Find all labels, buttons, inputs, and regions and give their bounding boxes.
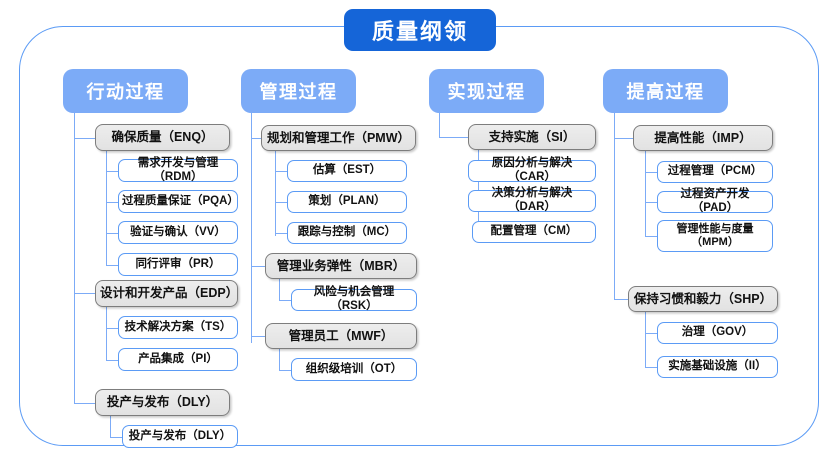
group-trunk-mbr bbox=[279, 279, 281, 301]
leaf-line bbox=[275, 202, 287, 204]
leaf-line bbox=[645, 333, 657, 335]
group-trunk-enq bbox=[106, 151, 108, 266]
leaf-line bbox=[106, 202, 118, 204]
group-trunk-dly bbox=[110, 416, 112, 438]
leaf-line bbox=[645, 202, 657, 204]
branch-line bbox=[74, 138, 95, 140]
branch-line bbox=[614, 299, 628, 301]
leaf-line bbox=[106, 328, 118, 330]
group-box-pmw[interactable]: 规划和管理工作（PMW） bbox=[261, 125, 416, 151]
leaf-line bbox=[279, 370, 291, 372]
group-trunk-pmw bbox=[275, 151, 277, 236]
leaf-line bbox=[279, 300, 291, 302]
branch-line bbox=[439, 137, 468, 139]
branch-line bbox=[251, 336, 265, 338]
branch-line bbox=[251, 266, 265, 268]
group-box-mbr[interactable]: 管理业务弹性（MBR） bbox=[265, 253, 417, 279]
group-box-dly[interactable]: 投产与发布（DLY） bbox=[95, 389, 230, 416]
leaf-line bbox=[106, 360, 118, 362]
column-header-implementation[interactable]: 实现过程 bbox=[429, 69, 544, 113]
leaf-box-mpm[interactable]: 管理性能与度量 （MPM） bbox=[657, 220, 773, 252]
group-box-enq[interactable]: 确保质量（ENQ） bbox=[95, 124, 230, 151]
leaf-box-dar[interactable]: 决策分析与解决（DAR） bbox=[468, 187, 596, 213]
leaf-line bbox=[645, 236, 657, 238]
leaf-line bbox=[110, 437, 122, 439]
leaf-box-ts[interactable]: 技术解决方案（TS） bbox=[118, 316, 238, 339]
group-trunk-imp bbox=[645, 151, 647, 237]
leaf-box-ot[interactable]: 组织级培训（OT） bbox=[291, 358, 417, 381]
branch-line bbox=[74, 403, 95, 405]
leaf-box-vv[interactable]: 验证与确认（VV） bbox=[118, 221, 238, 244]
group-box-shp[interactable]: 保持习惯和毅力（SHP） bbox=[628, 286, 778, 312]
leaf-box-pi[interactable]: 产品集成（PI） bbox=[118, 348, 238, 371]
trunk-line-improvement bbox=[614, 113, 616, 300]
leaf-box-dly-child[interactable]: 投产与发布（DLY） bbox=[122, 425, 238, 448]
leaf-box-mc[interactable]: 跟踪与控制（MC） bbox=[287, 222, 407, 244]
group-box-edp[interactable]: 设计和开发产品（EDP） bbox=[95, 280, 238, 307]
leaf-box-est[interactable]: 估算（EST） bbox=[287, 160, 407, 182]
group-trunk-edp bbox=[106, 307, 108, 361]
group-box-si[interactable]: 支持实施（SI） bbox=[468, 124, 596, 150]
leaf-box-gov[interactable]: 治理（GOV） bbox=[657, 322, 778, 344]
branch-line bbox=[251, 138, 261, 140]
leaf-line bbox=[275, 171, 287, 173]
root-title: 质量纲领 bbox=[344, 9, 496, 51]
trunk-line-implementation bbox=[439, 113, 441, 138]
leaf-box-pr[interactable]: 同行评审（PR） bbox=[118, 253, 238, 276]
branch-line bbox=[614, 138, 633, 140]
leaf-box-plan[interactable]: 策划（PLAN） bbox=[287, 191, 407, 213]
leaf-line bbox=[106, 171, 118, 173]
leaf-box-pad[interactable]: 过程资产开发（PAD） bbox=[657, 188, 773, 214]
trunk-line-management bbox=[251, 113, 253, 343]
column-header-management[interactable]: 管理过程 bbox=[241, 69, 356, 113]
group-box-mwf[interactable]: 管理员工（MWF） bbox=[265, 323, 417, 349]
leaf-box-pcm[interactable]: 过程管理（PCM） bbox=[657, 161, 773, 183]
leaf-box-rdm[interactable]: 需求开发与管理（RDM） bbox=[118, 157, 238, 183]
leaf-box-rsk[interactable]: 风险与机会管理（RSK） bbox=[291, 286, 417, 312]
group-trunk-shp bbox=[645, 312, 647, 368]
leaf-line bbox=[275, 233, 287, 235]
column-header-improvement[interactable]: 提高过程 bbox=[603, 69, 728, 113]
leaf-box-ii[interactable]: 实施基础设施（II） bbox=[657, 356, 778, 378]
leaf-line bbox=[645, 367, 657, 369]
trunk-line-action bbox=[74, 113, 76, 403]
leaf-box-car[interactable]: 原因分析与解决（CAR） bbox=[468, 157, 596, 183]
group-trunk-mwf bbox=[279, 349, 281, 371]
branch-line bbox=[74, 293, 95, 295]
leaf-box-pqa[interactable]: 过程质量保证（PQA） bbox=[118, 190, 239, 213]
leaf-line bbox=[106, 265, 118, 267]
leaf-line bbox=[645, 172, 657, 174]
group-box-imp[interactable]: 提高性能（IMP） bbox=[633, 125, 773, 151]
leaf-line bbox=[106, 233, 118, 235]
leaf-box-cm[interactable]: 配置管理（CM） bbox=[472, 221, 596, 243]
column-header-action[interactable]: 行动过程 bbox=[63, 69, 188, 113]
